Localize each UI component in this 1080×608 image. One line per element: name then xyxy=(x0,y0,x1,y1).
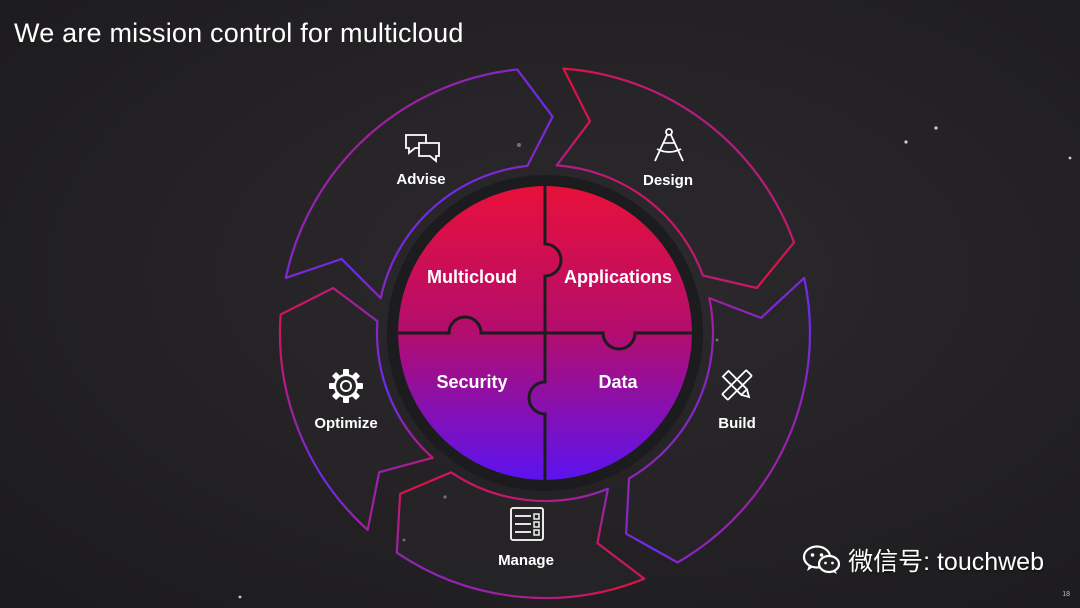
ring-label-advise: Advise xyxy=(396,171,445,188)
puzzle-seams xyxy=(398,186,692,480)
ring-label-manage: Manage xyxy=(498,552,554,569)
outer-segment-design xyxy=(555,67,796,290)
pencil-ruler-icon xyxy=(721,369,753,401)
slide-title: We are mission control for multicloud xyxy=(14,18,464,48)
watermark-text: 微信号: touchweb xyxy=(848,548,1044,576)
outer-segment-advise xyxy=(284,68,554,300)
ring-label-optimize: Optimize xyxy=(314,415,377,432)
gear-icon xyxy=(329,369,363,403)
puzzle xyxy=(398,186,692,480)
seam-vertical xyxy=(527,186,563,480)
page-number: 18 xyxy=(1062,591,1070,598)
wechat-icon xyxy=(802,545,841,574)
puzzle-label-security: Security xyxy=(436,372,507,392)
watermark: 微信号: touchweb xyxy=(802,542,1044,578)
chat-bubbles-icon xyxy=(405,134,440,163)
outer-segment-manage xyxy=(395,471,646,600)
checklist-icon xyxy=(510,507,544,541)
seam-horizontal xyxy=(398,315,692,351)
ring-label-build: Build xyxy=(718,415,756,432)
outer-segment-optimize xyxy=(278,286,434,531)
star xyxy=(904,140,908,144)
puzzle-label-applications: Applications xyxy=(564,267,672,287)
star xyxy=(238,595,242,599)
outer-segment-build xyxy=(625,276,812,564)
outer-ring xyxy=(278,67,812,600)
star xyxy=(934,126,938,130)
puzzle-label-data: Data xyxy=(598,372,638,392)
star xyxy=(1068,156,1072,160)
puzzle-label-multicloud: Multicloud xyxy=(427,267,517,287)
compass-icon xyxy=(654,128,684,162)
ring-label-design: Design xyxy=(643,172,693,189)
